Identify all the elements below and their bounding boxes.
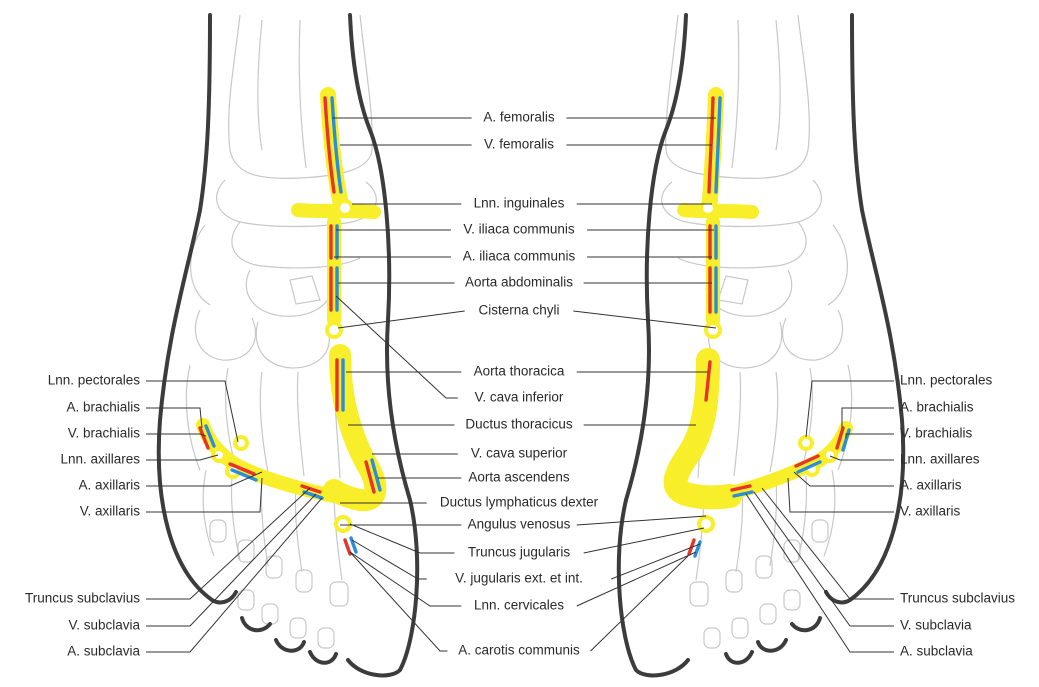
center-label-a-carotis-communis: A. carotis communis bbox=[458, 643, 580, 658]
right-label-truncus-subclavius: Truncus subclavius bbox=[900, 591, 1015, 606]
left-foot-bones bbox=[186, 15, 376, 648]
center-label-aorta-abdominalis: Aorta abdominalis bbox=[465, 275, 573, 290]
leader-right-cisterna-chyli bbox=[573, 311, 716, 328]
left-label-a-subclavia: A. subclavia bbox=[67, 644, 140, 659]
leader-left-side-v-subclavia bbox=[146, 494, 316, 626]
center-label-angulus-venosus: Angulus venosus bbox=[468, 517, 571, 532]
center-label-lnn-inguinales: Lnn. inguinales bbox=[474, 196, 565, 211]
left-label-v-axillaris: V. axillaris bbox=[80, 504, 141, 519]
left-label-lnn-pectorales: Lnn. pectorales bbox=[48, 373, 141, 388]
center-label-ductus-thoracicus: Ductus thoracicus bbox=[465, 417, 573, 432]
left-axillary-node-1 bbox=[213, 449, 225, 461]
center-label-aorta-thoracica: Aorta thoracica bbox=[474, 364, 565, 379]
center-label-v-iliaca-communis: V. iliaca communis bbox=[463, 222, 575, 237]
right-axillary-node-1 bbox=[824, 449, 836, 461]
right-inguinal-node bbox=[701, 201, 715, 215]
leader-left-lnn-cervicales bbox=[350, 552, 461, 606]
right-foot-outline bbox=[619, 15, 903, 675]
right-label-v-subclavia: V. subclavia bbox=[900, 618, 972, 633]
leader-right-side-v-axillaris bbox=[788, 478, 894, 512]
right-cisterna-node bbox=[706, 323, 720, 337]
center-label-a-iliaca-communis: A. iliaca communis bbox=[463, 249, 576, 264]
left-label-v-brachialis: V. brachialis bbox=[68, 426, 141, 441]
leader-left-cisterna-chyli bbox=[338, 311, 465, 328]
right-label-v-brachialis: V. brachialis bbox=[900, 426, 973, 441]
left-pectoral-node bbox=[235, 437, 247, 449]
leader-right-v-jugularis-ext-et-int bbox=[611, 544, 700, 579]
leader-left-truncus-jugularis bbox=[350, 524, 454, 553]
center-label-v-femoralis: V. femoralis bbox=[484, 137, 554, 152]
center-label-aorta-ascendens: Aorta ascendens bbox=[468, 470, 570, 485]
leader-right-angulus-venosus bbox=[577, 516, 706, 525]
leader-right-side-a-subclavia bbox=[746, 494, 894, 652]
right-label-a-brachialis: A. brachialis bbox=[900, 400, 974, 415]
right-lymph-vessels bbox=[676, 95, 846, 497]
left-label-v-subclavia: V. subclavia bbox=[68, 618, 140, 633]
left-label-lnn-axillares: Lnn. axillares bbox=[60, 452, 140, 467]
right-label-lnn-axillares: Lnn. axillares bbox=[900, 452, 980, 467]
center-label-v-jugularis-ext-et-int: V. jugularis ext. et int. bbox=[455, 571, 583, 586]
center-label-v-cava-superior: V. cava superior bbox=[471, 446, 568, 461]
right-label-a-subclavia: A. subclavia bbox=[900, 644, 973, 659]
left-foot bbox=[159, 15, 417, 675]
left-label-truncus-subclavius: Truncus subclavius bbox=[25, 591, 140, 606]
center-label-truncus-jugularis: Truncus jugularis bbox=[468, 545, 571, 560]
left-foot-outline bbox=[159, 15, 417, 675]
left-cisterna-node bbox=[327, 323, 341, 337]
leader-right-side-v-brachialis bbox=[846, 434, 894, 438]
right-foot bbox=[619, 15, 903, 675]
leader-left-v-cava-inferior bbox=[336, 296, 458, 398]
center-label-lnn-cervicales: Lnn. cervicales bbox=[474, 598, 564, 613]
center-label-a-femoralis: A. femoralis bbox=[483, 110, 555, 125]
right-pectoral-node bbox=[800, 437, 812, 449]
left-label-a-brachialis: A. brachialis bbox=[66, 400, 140, 415]
right-label-a-axillaris: A. axillaris bbox=[900, 478, 962, 493]
leader-right-a-carotis-communis bbox=[591, 556, 688, 651]
center-label-v-cava-inferior: V. cava inferior bbox=[475, 390, 564, 405]
left-inguinal-node bbox=[338, 201, 352, 215]
center-label-cisterna-chyli: Cisterna chyli bbox=[478, 303, 559, 318]
center-label-ductus-lymphaticus-dexter: Ductus lymphaticus dexter bbox=[440, 495, 599, 510]
left-label-a-axillaris: A. axillaris bbox=[78, 478, 140, 493]
right-label-lnn-pectorales: Lnn. pectorales bbox=[900, 373, 993, 388]
leader-right-lnn-cervicales bbox=[577, 552, 696, 606]
right-label-v-axillaris: V. axillaris bbox=[900, 504, 961, 519]
leader-right-side-lnn-axillares bbox=[830, 456, 894, 460]
leader-left-side-v-brachialis bbox=[146, 434, 206, 436]
leader-left-a-carotis-communis bbox=[350, 552, 447, 651]
leader-left-side-a-brachialis bbox=[146, 408, 202, 428]
left-angulus-node bbox=[336, 517, 350, 531]
